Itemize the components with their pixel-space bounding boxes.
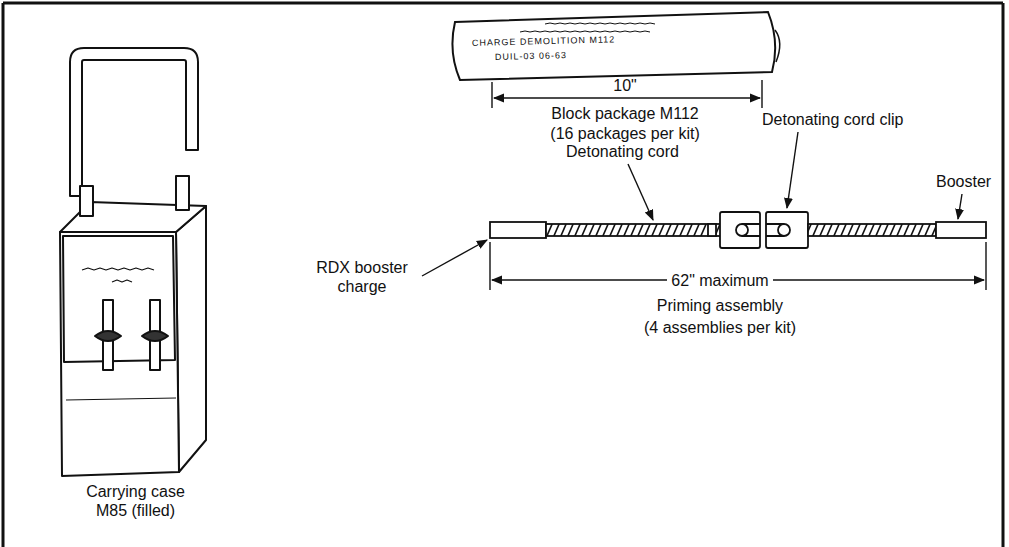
part-name: Booster (936, 172, 991, 191)
dimension-line (490, 242, 986, 290)
part-name: Detonating cord (566, 142, 679, 161)
package-marking: DUIL-03 06-63 (495, 50, 567, 63)
frame (3, 3, 1003, 547)
part-name: Block package M112 (505, 104, 745, 123)
part-note: (4 assemblies per kit) (590, 318, 850, 337)
dimension-label: 10" (595, 76, 655, 95)
leader-line (422, 132, 962, 276)
part-name: Carrying case M85 (filled) (78, 482, 193, 520)
part-name: Detonating cord clip (762, 110, 903, 129)
carrying-case (60, 48, 206, 476)
part-note: (16 packages per kit) (505, 124, 745, 143)
dimension-label: 62" maximum (660, 271, 780, 290)
part-name: RDX booster charge (302, 258, 422, 296)
label-patch: 62" maximum (667, 272, 772, 289)
priming-assembly (490, 212, 986, 248)
part-name: Priming assembly (590, 296, 850, 315)
block-package (452, 12, 779, 80)
